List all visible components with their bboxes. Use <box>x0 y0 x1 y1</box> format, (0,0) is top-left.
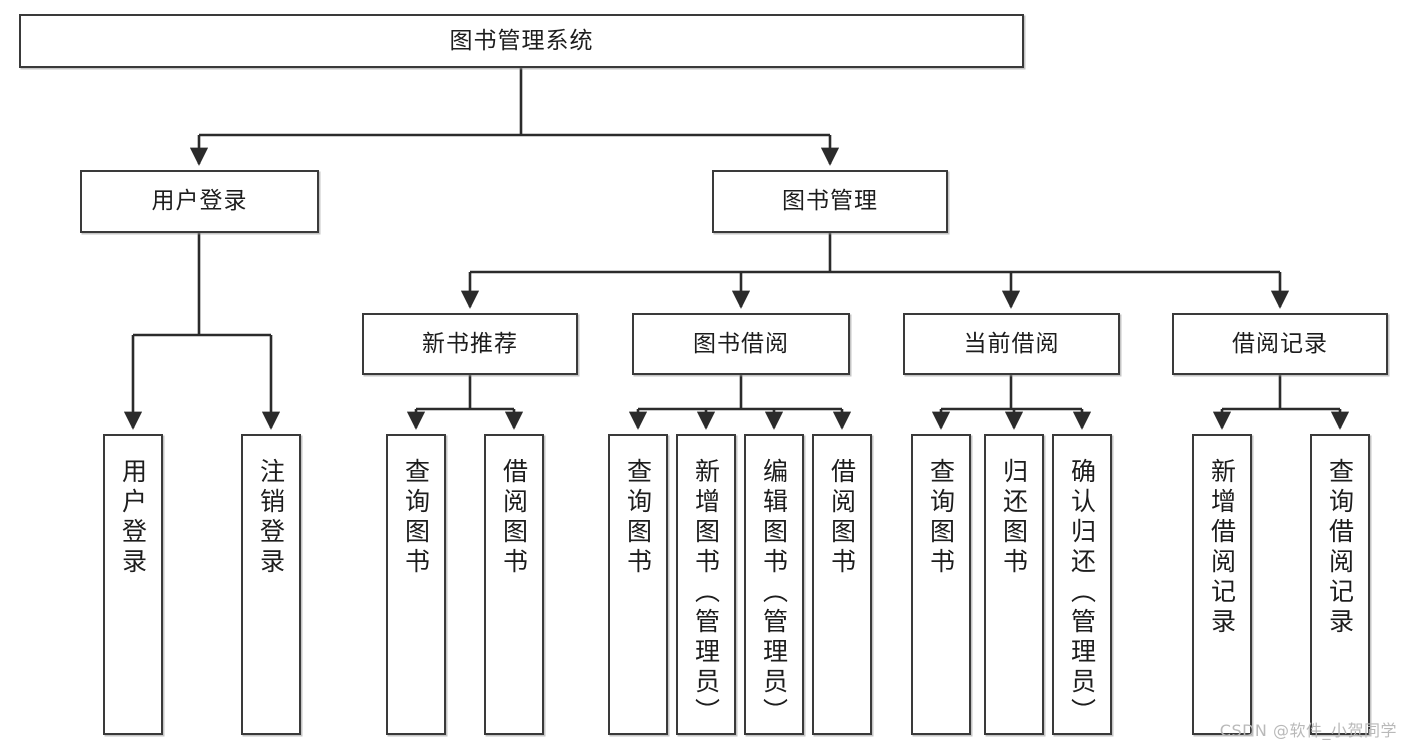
node-book-management[interactable]: 图书管理 <box>712 170 948 233</box>
leaf-user-login-label: 用户登录 <box>118 458 148 578</box>
leaf-query-book-current[interactable]: 查询图书 <box>911 434 971 735</box>
node-user-login[interactable]: 用户登录 <box>80 170 319 233</box>
node-current-borrow[interactable]: 当前借阅 <box>903 313 1120 375</box>
node-borrow-record-label: 借阅记录 <box>1232 330 1328 357</box>
watermark: CSDN @软件_小贺同学 <box>1219 721 1397 740</box>
node-root[interactable]: 图书管理系统 <box>19 14 1024 68</box>
leaf-query-book-new-label: 查询图书 <box>401 458 431 578</box>
leaf-user-login[interactable]: 用户登录 <box>103 434 163 735</box>
leaf-query-book-borrow[interactable]: 查询图书 <box>608 434 668 735</box>
leaf-confirm-return-admin[interactable]: 确认归还（管理员） <box>1052 434 1112 735</box>
leaf-query-book-current-label: 查询图书 <box>926 458 956 578</box>
leaf-query-book-borrow-label: 查询图书 <box>623 458 653 578</box>
leaf-borrow-book-new-label: 借阅图书 <box>499 458 529 578</box>
node-current-borrow-label: 当前借阅 <box>963 330 1060 357</box>
leaf-add-borrow-record[interactable]: 新增借阅记录 <box>1192 434 1252 735</box>
leaf-return-book-label: 归还图书 <box>999 458 1029 578</box>
leaf-edit-book-admin[interactable]: 编辑图书（管理员） <box>744 434 804 735</box>
leaf-add-borrow-record-label: 新增借阅记录 <box>1207 458 1237 638</box>
node-book-borrow-label: 图书借阅 <box>693 330 789 357</box>
leaf-confirm-return-admin-label: 确认归还（管理员） <box>1067 458 1097 728</box>
node-new-book-recommend-label: 新书推荐 <box>422 330 518 357</box>
leaf-query-book-new[interactable]: 查询图书 <box>386 434 446 735</box>
node-user-login-label: 用户登录 <box>151 188 248 215</box>
leaf-borrow-book-new[interactable]: 借阅图书 <box>484 434 544 735</box>
node-root-label: 图书管理系统 <box>449 27 594 54</box>
node-borrow-record[interactable]: 借阅记录 <box>1172 313 1388 375</box>
leaf-add-book-admin[interactable]: 新增图书（管理员） <box>676 434 736 735</box>
node-new-book-recommend[interactable]: 新书推荐 <box>362 313 578 375</box>
leaf-borrow-book[interactable]: 借阅图书 <box>812 434 872 735</box>
leaf-logout[interactable]: 注销登录 <box>241 434 301 735</box>
leaf-logout-label: 注销登录 <box>256 458 286 578</box>
leaf-borrow-book-label: 借阅图书 <box>827 458 857 578</box>
leaf-edit-book-admin-label: 编辑图书（管理员） <box>759 458 789 728</box>
leaf-add-book-admin-label: 新增图书（管理员） <box>691 458 721 728</box>
leaf-query-borrow-record-label: 查询借阅记录 <box>1325 458 1355 638</box>
leaf-query-borrow-record[interactable]: 查询借阅记录 <box>1310 434 1370 735</box>
node-book-borrow[interactable]: 图书借阅 <box>632 313 850 375</box>
leaf-return-book[interactable]: 归还图书 <box>984 434 1044 735</box>
node-book-management-label: 图书管理 <box>782 188 878 215</box>
